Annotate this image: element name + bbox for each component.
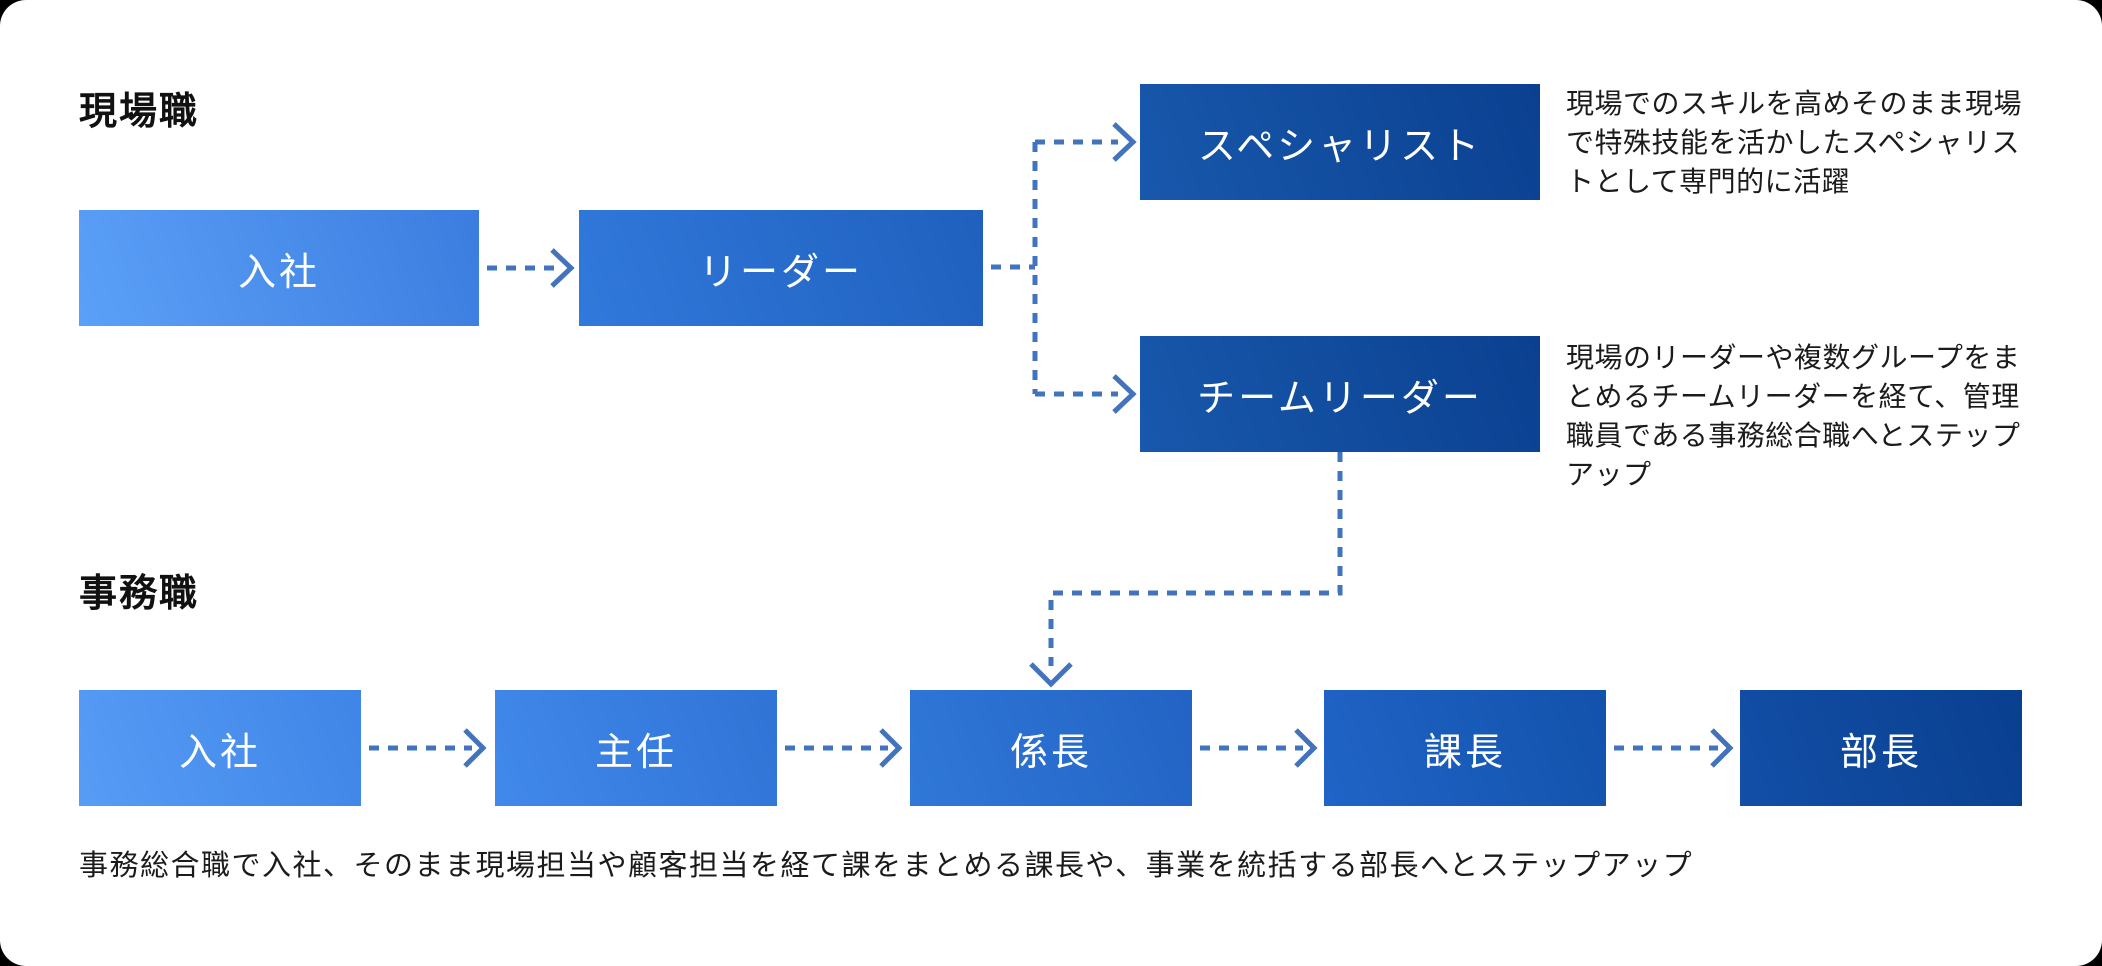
- arrow-office-nyusha-to-shunin: [369, 728, 487, 768]
- box-office-nyusha-label: 入社: [178, 731, 261, 774]
- box-office-nyusha: 入社: [79, 690, 361, 806]
- arrow-branch-to-team-leader: [1035, 374, 1137, 414]
- office-track-heading: 事務職: [79, 573, 200, 615]
- box-bucho: 部長: [1740, 690, 2022, 806]
- box-field-nyusha: 入社: [79, 210, 479, 326]
- box-kacho-label: 課長: [1423, 731, 1506, 774]
- box-kakaricho: 係長: [910, 690, 1192, 806]
- arrow-team-leader-to-kakaricho: [1029, 452, 1343, 688]
- field-track-heading: 現場職: [79, 91, 200, 133]
- arrow-kakaricho-to-kacho: [1200, 728, 1318, 768]
- box-field-leader: リーダー: [579, 210, 983, 326]
- box-specialist-label: スペシャリスト: [1197, 125, 1483, 168]
- arrow-field-nyusha-to-leader: [487, 248, 575, 288]
- box-team-leader: チームリーダー: [1140, 336, 1540, 452]
- box-team-leader-label: チームリーダー: [1197, 377, 1483, 420]
- box-kakaricho-label: 係長: [1009, 731, 1092, 774]
- specialist-description: 現場でのスキルを高めそのまま現場 で特殊技能を活かしたスペシャリス トとして専門…: [1566, 88, 2023, 197]
- box-specialist: スペシャリスト: [1140, 84, 1540, 200]
- box-field-nyusha-label: 入社: [237, 251, 320, 294]
- arrow-kacho-to-bucho: [1614, 728, 1734, 768]
- office-track-caption: 事務総合職で入社、そのまま現場担当や顧客担当を経て課をまとめる課長や、事業を統括…: [79, 850, 1694, 882]
- box-kacho: 課長: [1324, 690, 1606, 806]
- box-field-leader-label: リーダー: [698, 251, 863, 294]
- arrow-branch-to-specialist: [1035, 122, 1137, 162]
- connector-leader-branch-stem: [991, 142, 1038, 394]
- box-bucho-label: 部長: [1839, 731, 1922, 774]
- team-leader-description: 現場のリーダーや複数グループをま とめるチームリーダーを経て、管理 職員である事…: [1566, 342, 2021, 490]
- box-shunin-label: 主任: [594, 731, 677, 774]
- arrow-shunin-to-kakaricho: [785, 728, 903, 768]
- box-shunin: 主任: [495, 690, 777, 806]
